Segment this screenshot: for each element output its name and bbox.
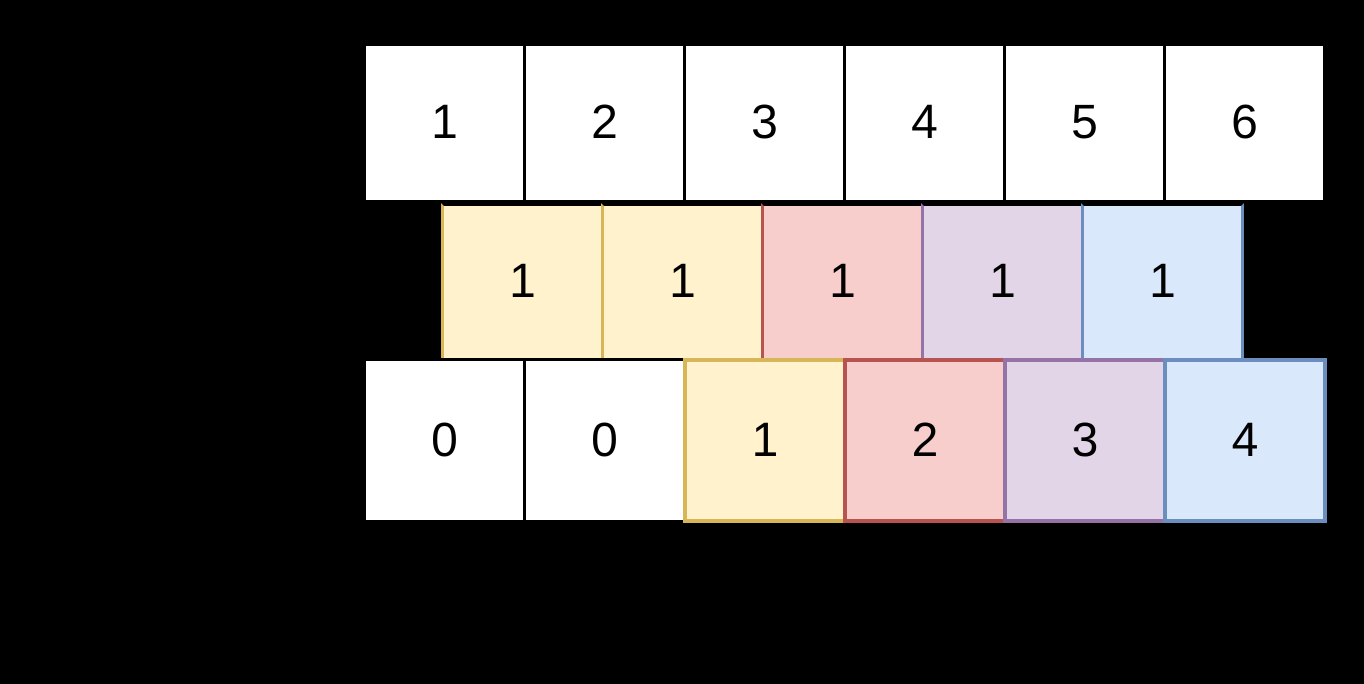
top-row-cell-6: 6: [1163, 43, 1326, 203]
top-row-cell-2: 2: [523, 43, 686, 203]
cell-value: 3: [1071, 413, 1099, 467]
cell-value: 0: [591, 413, 618, 467]
cell-value: 1: [829, 255, 856, 308]
middle-row-cell-5: 1: [1081, 203, 1244, 361]
cell-value: 1: [509, 255, 536, 308]
middle-row-cell-4: 1: [921, 203, 1084, 361]
cell-value: 2: [591, 96, 618, 149]
cell-value: 1: [751, 413, 779, 467]
bottom-row-cell-6: 4: [1163, 358, 1327, 523]
cell-value: 1: [1149, 255, 1176, 308]
bottom-row-cell-2: 0: [523, 358, 686, 523]
top-row-cell-1: 1: [363, 43, 526, 203]
cell-value: 4: [1231, 413, 1259, 467]
top-row-cell-4: 4: [843, 43, 1006, 203]
bottom-row-cell-1: 0: [363, 358, 526, 523]
cell-value: 1: [989, 255, 1016, 308]
middle-row-cell-3: 1: [761, 203, 924, 361]
cell-value: 0: [431, 413, 458, 467]
cell-value: 3: [751, 96, 778, 149]
cell-value: 4: [911, 96, 938, 149]
cell-value: 6: [1231, 96, 1258, 149]
bottom-row-cell-3: 1: [683, 358, 847, 523]
cell-value: 1: [431, 96, 458, 149]
bottom-row-cell-5: 3: [1003, 358, 1167, 523]
top-row-cell-5: 5: [1003, 43, 1166, 203]
cell-value: 2: [911, 413, 939, 467]
cell-value: 5: [1071, 96, 1098, 149]
cell-value: 1: [669, 255, 696, 308]
top-row-cell-3: 3: [683, 43, 846, 203]
bottom-row-cell-4: 2: [843, 358, 1007, 523]
middle-row-cell-2: 1: [601, 203, 764, 361]
middle-row-cell-1: 1: [441, 203, 604, 361]
